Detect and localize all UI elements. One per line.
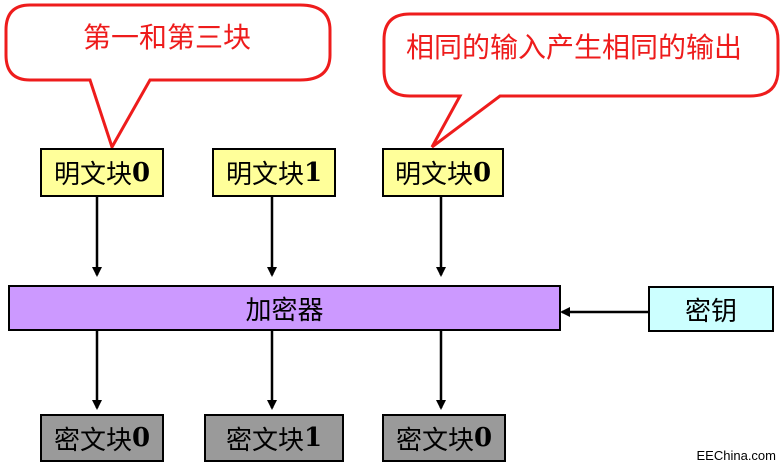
key-block: 密钥 [648,286,774,332]
plaintext-block-index: 0 [131,157,151,188]
encryptor-label: 加密器 [245,295,324,326]
callout-right-text: 相同的输入产生相同的输出 [406,31,743,64]
ciphertext-block-label: 密文块 [225,425,304,456]
ciphertext-block-label: 密文块 [53,425,132,456]
plaintext-block-label: 明文块 [225,160,304,190]
encryptor-block: 加密器 [8,285,561,331]
plaintext-block-index: 0 [472,157,492,188]
ciphertext-block-label: 密文块 [395,425,474,456]
ciphertext-block-index: 0 [131,423,151,453]
callout-left-text: 第一和第三块 [83,21,252,54]
callout-left-bubble [4,3,332,151]
watermark-text: EEChina.com [696,448,776,463]
plaintext-block-index: 1 [303,157,323,188]
plaintext-block-label: 明文块 [53,160,132,190]
callout-right-bubble [382,12,780,149]
ciphertext-block-index: 1 [303,423,323,453]
plaintext-block-label: 明文块 [394,160,473,190]
ciphertext-block-index: 0 [473,423,493,453]
key-label: 密钥 [684,296,737,327]
